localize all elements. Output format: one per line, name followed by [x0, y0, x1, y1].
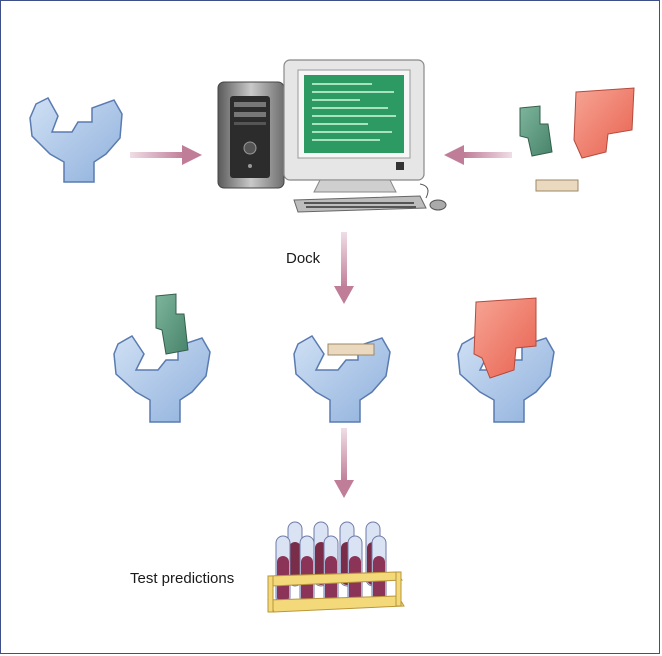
arrow-icon [444, 145, 512, 165]
test-predictions-label: Test predictions [130, 570, 235, 587]
ligand-icon [535, 179, 579, 192]
docked-complex-icon [113, 293, 211, 423]
arrow-icon [334, 232, 354, 304]
docked-complex-icon [293, 335, 391, 423]
ligand-icon [519, 105, 553, 157]
docked-complex-icon [457, 297, 555, 423]
computer-icon [217, 59, 447, 213]
arrow-icon [130, 145, 202, 165]
receptor-icon [29, 97, 123, 183]
test-tube-rack-icon [267, 521, 405, 613]
ligand-icon [573, 87, 635, 159]
dock-label: Dock [286, 250, 321, 267]
arrow-icon [334, 428, 354, 498]
